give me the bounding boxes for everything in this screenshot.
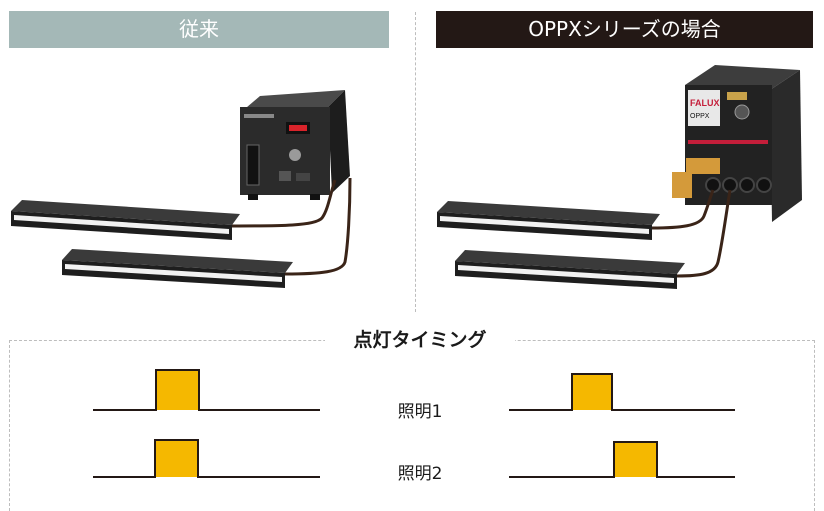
conventional-light-bar-1	[11, 200, 240, 240]
pulse-oppx-lamp1	[509, 373, 735, 411]
illustration-layer: FALUX OPPX	[11, 65, 802, 478]
conventional-header: 従来	[9, 11, 389, 48]
oppx-light-bar-1	[437, 201, 660, 240]
oppx-light-bar-2	[455, 250, 685, 289]
timing-title: 点灯タイミング	[325, 327, 515, 353]
oppx-title: OPPXシリーズの場合	[528, 17, 721, 41]
oppx-header: OPPXシリーズの場合	[436, 11, 813, 48]
pulse-conventional-lamp1	[93, 369, 320, 411]
lamp-2-label: 照明2	[397, 464, 443, 484]
conventional-cables	[231, 177, 352, 276]
pulse-conventional-lamp2	[93, 439, 320, 478]
oppx-controller: FALUX OPPX	[672, 65, 802, 222]
controller-model: OPPX	[690, 113, 710, 120]
oppx-cables	[651, 189, 732, 278]
controller-brand: FALUX	[690, 98, 720, 108]
conventional-controller	[240, 90, 350, 200]
conventional-title: 従来	[179, 17, 219, 41]
lamp-1-label: 照明1	[397, 402, 443, 422]
conventional-light-bar-2	[62, 249, 293, 288]
pulse-oppx-lamp2	[509, 441, 735, 478]
column-separator	[415, 12, 416, 312]
timing-box	[9, 340, 815, 511]
